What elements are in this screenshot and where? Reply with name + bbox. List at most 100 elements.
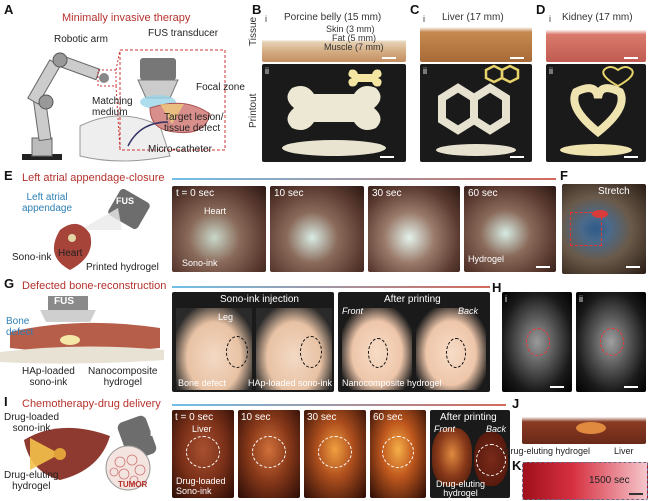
- sono-ink-tag: Drug-loaded Sono-ink: [176, 476, 226, 496]
- ct-image-ii: ii: [576, 292, 646, 392]
- panel-e-schematic: [53, 188, 150, 270]
- back-label-g: Back: [458, 306, 479, 316]
- heart-printout-shapes: [560, 66, 634, 156]
- frame-time: 60 sec: [468, 188, 498, 199]
- panel-b-sub-ii: ii: [265, 66, 269, 76]
- panel-e-letter: E: [4, 168, 13, 183]
- panel-d-sub-i: i: [549, 14, 551, 24]
- fus-transducer-label: FUS transducer: [148, 28, 219, 39]
- laa-label: Left atrial appendage: [22, 192, 73, 214]
- ct-roi: [600, 328, 624, 356]
- time-progress-line: [172, 286, 490, 288]
- printed-hydrogel-label-e: Printed hydrogel: [86, 262, 159, 273]
- frame-time: 60 sec: [373, 412, 403, 423]
- drug-loaded-label: Drug-loaded sono-ink: [4, 412, 60, 434]
- panel-h-letter: H: [492, 280, 502, 295]
- nanocomposite-label-g: Nanocomposite hydrogel: [88, 366, 158, 388]
- porcine-belly-photo: i Porcine belly (15 mm) Skin (3 mm) Fat …: [262, 12, 406, 62]
- panel-d-sub-ii: ii: [549, 66, 553, 76]
- layer-skin: Skin (3 mm): [326, 24, 375, 34]
- frame-time: 30 sec: [372, 188, 402, 199]
- scale-bar: [626, 266, 640, 268]
- group2-title: After printing: [384, 294, 441, 305]
- back-ring: [476, 444, 506, 476]
- laa-frame-0: t = 0 sec Heart Sono-ink: [172, 186, 266, 272]
- frame-time: t = 0 sec: [175, 412, 214, 423]
- panel-e-title: Left atrial appendage-closure: [22, 172, 165, 184]
- sono-ink-label-e: Sono-ink: [12, 252, 52, 263]
- defect-marker: [300, 336, 322, 368]
- frame-tag-sono-ink: Sono-ink: [182, 258, 218, 268]
- fus-label-i: FUS: [150, 428, 168, 438]
- panel-a-schematic: [22, 49, 226, 162]
- liver-frame-3: 60 sec: [370, 410, 426, 498]
- panel-j-letter: J: [512, 396, 520, 411]
- fus-label-e: FUS: [116, 196, 134, 206]
- panel-d-letter: D: [536, 2, 546, 17]
- kidney-title: Kidney (17 mm): [562, 12, 633, 23]
- stretch-mark: [592, 210, 608, 218]
- diffusion-time-label: 1500 sec: [589, 475, 630, 486]
- front-label-i: Front: [434, 424, 456, 434]
- sono-ink-injection-group: Sono-ink injection Leg Bone defect HAp-l…: [172, 292, 334, 392]
- micro-catheter-label: Micro-catheter: [148, 144, 212, 155]
- drug-eluting-label-j: Drug-eluting hydrogel: [504, 446, 591, 456]
- scale-bar: [550, 386, 564, 388]
- frame-tag-heart: Heart: [204, 206, 227, 216]
- porcine-belly-title: Porcine belly (15 mm): [284, 12, 382, 23]
- scale-bar: [382, 57, 396, 59]
- panel-i-title: Chemotherapy-drug delivery: [22, 398, 161, 410]
- panel-f-letter: F: [560, 168, 568, 183]
- liver-front-photo: [432, 428, 472, 486]
- bone-defect-photo-label: Bone defect: [178, 378, 227, 388]
- scale-bar: [510, 57, 524, 59]
- panel-g-schematic: [0, 296, 164, 364]
- liver-frame-0: t = 0 sec Liver Drug-loaded Sono-ink: [172, 410, 234, 498]
- ct-roi: [526, 328, 550, 356]
- liver-frame-1: 10 sec: [238, 410, 300, 498]
- layer-muscle: Muscle (7 mm): [324, 42, 384, 52]
- time-progress-line: [172, 404, 506, 406]
- scale-bar: [380, 156, 394, 158]
- frame-time: t = 0 sec: [176, 188, 215, 199]
- stretch-photo: Stretch: [562, 184, 646, 274]
- panel-h-sub-ii: ii: [579, 294, 583, 304]
- panel-b-sub-i: i: [265, 14, 267, 24]
- hap-photo-label: HAp-loaded sono-ink: [248, 378, 333, 388]
- frame-tag-hydrogel: Hydrogel: [468, 254, 505, 264]
- time-progress-line: [172, 178, 556, 180]
- leg-label: Leg: [218, 312, 234, 322]
- panel-a-title: Minimally invasive therapy: [62, 12, 191, 24]
- drug-eluting-hydrogel-photo-label: Drug-eluting hydrogel: [436, 479, 486, 498]
- nanocomposite-photo-label: Nanocomposite hydrogel: [342, 378, 442, 388]
- liver-printout-photo: ii: [420, 64, 532, 162]
- panel-c-sub-ii: ii: [423, 66, 427, 76]
- target-lesion-label: Target lesion/ tissue defect: [164, 112, 224, 134]
- laa-frame-3: 60 sec Hydrogel: [464, 186, 556, 272]
- layer-fat: Fat (5 mm): [332, 33, 376, 43]
- focal-zone-label: Focal zone: [196, 82, 245, 93]
- back-label-i: Back: [486, 424, 507, 434]
- drug-diffusion-map: 1500 sec: [522, 462, 648, 500]
- scale-bar: [624, 57, 638, 59]
- liver-title: Liver (17 mm): [442, 12, 504, 23]
- defect-marker: [226, 336, 248, 368]
- scale-bar: [536, 266, 550, 268]
- printout-side-label: Printout: [248, 93, 259, 128]
- stretch-zoom-box: [570, 212, 602, 246]
- hydrogel-marker: [368, 338, 388, 368]
- laa-frame-1: 10 sec: [270, 186, 364, 272]
- naphthalene-printout-shapes: [436, 64, 520, 156]
- panel-c-sub-i: i: [423, 14, 425, 24]
- panel-i-schematic: [24, 415, 157, 491]
- panel-i-letter: I: [4, 394, 8, 409]
- scale-bar: [510, 156, 524, 158]
- scale-bar: [629, 493, 643, 495]
- after-printing-group-g: After printing Front Back Nanocomposite …: [338, 292, 490, 392]
- panel-b-letter: B: [252, 2, 262, 17]
- heart-label-e: Heart: [58, 248, 83, 259]
- tissue-side-label: Tissue: [248, 16, 259, 46]
- kidney-tissue-photo: i Kidney (17 mm): [546, 12, 646, 62]
- panel-g-title: Defected bone-reconstruction: [22, 280, 167, 292]
- panel-h-sub-i: i: [505, 294, 507, 304]
